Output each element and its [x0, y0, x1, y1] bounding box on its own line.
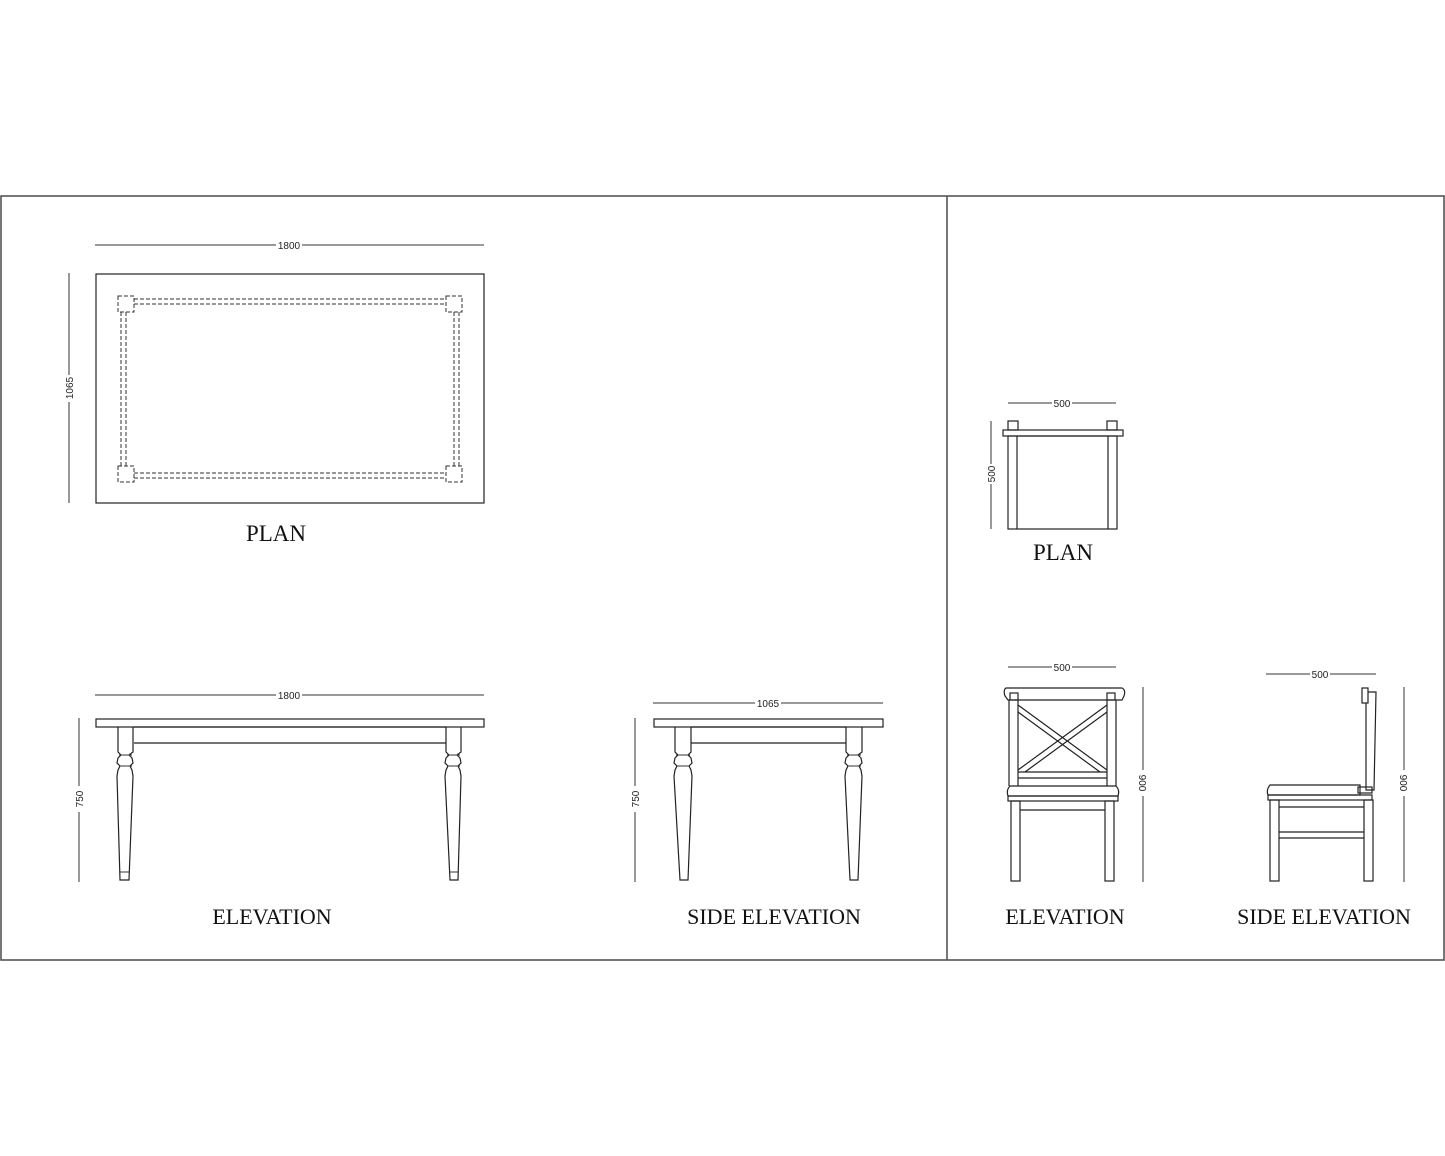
table-side-width-dimension: 1065	[653, 699, 883, 710]
chair-plan-view: 500 500 PLAN	[987, 399, 1124, 565]
chair-side-width-text: 500	[1312, 670, 1329, 681]
chair-side-height-text: 900	[1397, 775, 1408, 792]
table-elevation-height-dimension: 750	[75, 718, 86, 882]
chair-elevation-height-text: 900	[1136, 775, 1147, 792]
table-side-height-text: 750	[631, 790, 642, 807]
table-elevation-width-text: 1800	[278, 691, 301, 702]
chair-elevation-width-text: 500	[1054, 663, 1071, 674]
table-plan-depth-dimension: 1065	[65, 273, 76, 503]
chair-plan-width-dimension: 500	[1008, 399, 1116, 410]
table-elevation-view: 1800 750 ELEVATION	[75, 691, 485, 929]
table-plan-view: 1800 1065 PLAN	[65, 241, 485, 546]
table-plan-label: PLAN	[246, 521, 306, 546]
chair-elevation-view: 500 900 ELEVATION	[1003, 663, 1147, 929]
table-elevation-height-text: 750	[75, 790, 86, 807]
chair-plan-depth-dimension: 500	[987, 421, 998, 529]
table-side-elevation-label: SIDE ELEVATION	[687, 904, 861, 929]
chair-plan-label: PLAN	[1033, 540, 1093, 565]
table-side-height-dimension: 750	[631, 718, 642, 882]
chair-side-elevation-view: 500 900 SIDE ELEVATION	[1237, 670, 1411, 929]
chair-plan-width-text: 500	[1054, 399, 1071, 410]
chair-elevation-label: ELEVATION	[1005, 904, 1124, 929]
chair-side-width-dimension: 500	[1266, 670, 1376, 681]
table-side-width-text: 1065	[757, 699, 780, 710]
table-elevation-width-dimension: 1800	[95, 691, 484, 702]
chair-elevation-width-dimension: 500	[1008, 663, 1116, 674]
table-side-elevation-view: 1065 750 SIDE ELEVATION	[631, 699, 884, 929]
table-elevation-label: ELEVATION	[212, 904, 331, 929]
chair-side-height-dimension: 900	[1397, 687, 1408, 882]
chair-plan-depth-text: 500	[987, 465, 998, 482]
table-plan-width-text: 1800	[278, 241, 301, 252]
table-plan-width-dimension: 1800	[95, 241, 484, 252]
sheet-frame	[0, 195, 1445, 961]
table-plan-depth-text: 1065	[65, 376, 76, 399]
chair-side-elevation-label: SIDE ELEVATION	[1237, 904, 1411, 929]
chair-elevation-height-dimension: 900	[1136, 687, 1147, 882]
